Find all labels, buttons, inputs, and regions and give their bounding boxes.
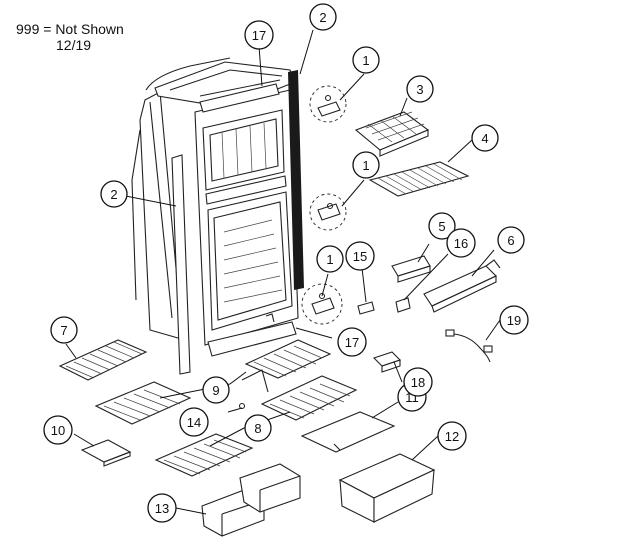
callout-c16-label: 16 — [454, 236, 468, 251]
callout-c18: 18 — [403, 367, 433, 397]
callout-c6-label: 6 — [507, 233, 514, 248]
door-bracket-upper-part — [309, 85, 347, 123]
crisper-cover-part — [300, 411, 396, 453]
revision-date: 12/19 — [56, 37, 92, 53]
callout-c1b: 1 — [352, 151, 380, 179]
callout-c9-label: 9 — [212, 383, 219, 398]
wire-harness-part — [445, 329, 493, 363]
callout-c15: 15 — [345, 241, 375, 271]
callout-c14-label: 14 — [187, 415, 201, 430]
small-bracket-part — [372, 351, 402, 373]
callout-c4-label: 4 — [481, 131, 488, 146]
callout-c10-label: 10 — [51, 423, 65, 438]
callout-c8: 8 — [244, 414, 272, 442]
callout-c13-label: 13 — [155, 501, 169, 516]
callout-c7-label: 7 — [60, 323, 67, 338]
callout-c1a: 1 — [352, 46, 380, 74]
callout-c1c: 1 — [316, 245, 344, 273]
callout-c14: 14 — [179, 407, 209, 437]
callout-c16: 16 — [446, 228, 476, 258]
callout-c1c-label: 1 — [326, 252, 333, 267]
callout-c2b-label: 2 — [110, 187, 117, 202]
not-shown-note: 999 = Not Shown — [16, 21, 124, 37]
door-gasket-left-part — [171, 154, 191, 375]
callout-c2a-label: 2 — [319, 10, 326, 25]
callout-c4: 4 — [471, 124, 499, 152]
callout-c17b-label: 17 — [345, 335, 359, 350]
switch-part — [395, 297, 411, 313]
door-bracket-lower-part — [301, 283, 343, 325]
trim-strip-top-part — [199, 83, 280, 113]
door-gasket-right-part — [288, 70, 304, 290]
callout-c5-label: 5 — [438, 219, 445, 234]
callout-c1a-label: 1 — [362, 53, 369, 68]
callout-c12-label: 12 — [445, 429, 459, 444]
door-bracket-middle-part — [309, 193, 347, 231]
callout-c15-label: 15 — [353, 249, 367, 264]
freezer-shelf-part — [368, 161, 470, 197]
callout-c1b-label: 1 — [362, 158, 369, 173]
callout-c5: 5 — [428, 212, 456, 240]
callout-c9: 9 — [202, 376, 230, 404]
callout-c2b: 2 — [100, 180, 128, 208]
callout-c13: 13 — [147, 493, 177, 523]
callout-c8-label: 8 — [254, 421, 261, 436]
callout-c2a: 2 — [309, 3, 337, 31]
callout-c17b: 17 — [337, 327, 367, 357]
callout-c19: 19 — [499, 305, 529, 335]
leader-lines — [65, 29, 501, 515]
small-tray-part — [80, 439, 132, 467]
crisper-drawer-part — [338, 453, 436, 523]
wire-shelf-small-part — [58, 339, 148, 381]
door-bins-part — [201, 463, 301, 537]
callout-c10: 10 — [43, 415, 73, 445]
trim-strip-bottom-part — [207, 313, 297, 357]
callout-c17a-label: 17 — [252, 28, 266, 43]
callout-c18-label: 18 — [411, 375, 425, 390]
ice-tray-part — [354, 111, 430, 157]
wire-shelf-large-part — [154, 375, 358, 477]
callout-c7: 7 — [50, 316, 78, 344]
callout-c19-label: 19 — [507, 313, 521, 328]
control-module-part — [391, 255, 431, 283]
shelf-clip-part — [238, 402, 246, 410]
callout-c6: 6 — [497, 226, 525, 254]
callout-c3-label: 3 — [416, 82, 423, 97]
callout-c3: 3 — [406, 75, 434, 103]
trim-piece-part — [357, 301, 375, 315]
lower-housing-part — [423, 259, 501, 313]
wire-shelf-divided-part — [94, 339, 332, 425]
callout-c17a: 17 — [244, 20, 274, 50]
callout-c12: 12 — [437, 421, 467, 451]
